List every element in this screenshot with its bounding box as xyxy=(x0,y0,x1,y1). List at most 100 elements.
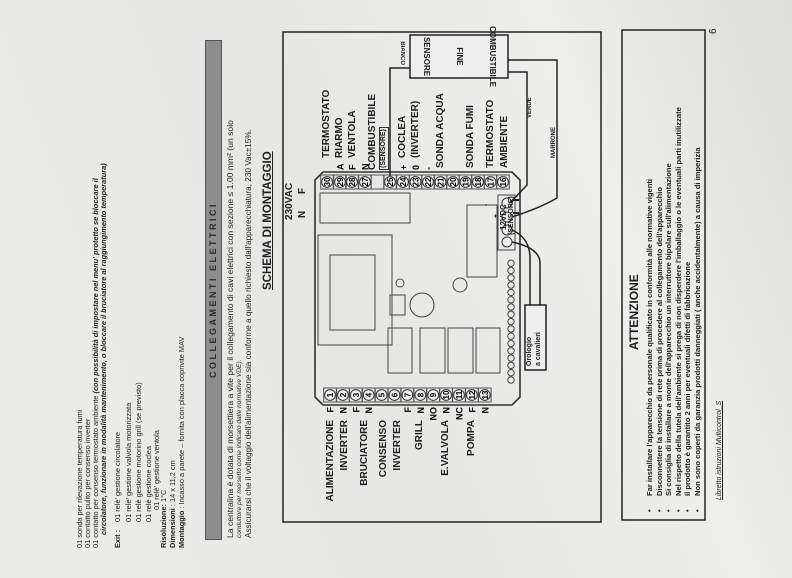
terminal: 12F xyxy=(465,387,479,413)
component-circle xyxy=(452,277,468,293)
terminal-screw xyxy=(447,176,459,188)
terminal-polarity: F xyxy=(403,407,413,413)
wire-clock xyxy=(511,241,541,305)
terminal-number: 18 xyxy=(474,177,483,186)
terminal-number: 7 xyxy=(403,392,412,397)
terminal-number: 10 xyxy=(442,390,451,399)
warning-box xyxy=(621,29,706,521)
terminal-blank xyxy=(370,174,385,190)
label-coclea: COCLEA xyxy=(397,115,408,158)
terminal-number: 21 xyxy=(437,177,446,186)
led-indicator xyxy=(507,288,515,297)
relay xyxy=(419,327,446,374)
supply-n: N xyxy=(297,210,308,218)
label-combustibile: COMBUSTIBILE xyxy=(367,93,378,170)
diagram-frame xyxy=(282,31,602,523)
terminal: 8N xyxy=(413,387,428,414)
terminal-screw xyxy=(459,176,472,188)
terminal-screw xyxy=(427,389,440,401)
label-e-valvola: E.VALVOLA xyxy=(440,420,451,476)
terminal-polarity: A xyxy=(336,163,346,170)
terminal: 25 xyxy=(383,174,397,190)
terminal-screw xyxy=(414,389,427,401)
terminal-number: 4 xyxy=(365,392,374,397)
terminal: 24 + xyxy=(396,165,410,190)
page-number: 6 xyxy=(708,28,719,34)
terminal-number: 24 xyxy=(399,177,408,186)
terminal: 28 F xyxy=(345,164,359,190)
terminal-number: 23 xyxy=(412,177,421,186)
terminal-screw xyxy=(375,389,388,401)
terminal-number: 29 xyxy=(336,177,345,186)
relay xyxy=(475,327,501,374)
terminal-screw xyxy=(337,389,349,401)
label-ambiente: AMBIENTE xyxy=(499,115,510,168)
terminal-number: 13 xyxy=(481,390,490,399)
transformer xyxy=(317,234,393,346)
label-riarmo: RIARMO xyxy=(334,117,345,158)
sensor-box xyxy=(409,34,509,79)
sensor-line: COMBUSTIBILE xyxy=(487,26,497,87)
bullet-icon: • xyxy=(664,509,673,512)
terminal-screw xyxy=(359,176,371,188)
terminal-polarity: N xyxy=(364,407,374,414)
terminal-screw xyxy=(478,389,491,401)
label-alimentazione: ALIMENTAZIONE xyxy=(325,420,336,502)
wire-green-label: VERDE xyxy=(527,97,533,118)
label-sonda-acqua: SONDA ACQUA xyxy=(435,93,446,168)
terminal-screw xyxy=(401,389,414,401)
terminal-polarity: NC xyxy=(455,407,465,420)
bullet-icon: • xyxy=(654,509,664,512)
led-indicator xyxy=(507,376,515,384)
led-indicator xyxy=(507,368,515,377)
led-indicator xyxy=(507,266,515,275)
label-inverter: INVERTER xyxy=(339,420,350,471)
warning-item: Nel rispetto della tutela dell'ambiente … xyxy=(673,107,683,496)
terminal-screw xyxy=(472,176,484,188)
sensor-box-text: COMBUSTIBILE FINE SENSORE xyxy=(410,26,508,87)
terminal-number: 19 xyxy=(462,177,471,186)
led-indicator xyxy=(507,317,515,326)
terminal-screw xyxy=(497,176,509,188)
terminal-number: 28 xyxy=(348,177,357,186)
dc-note: (SENSORE) xyxy=(508,196,515,235)
terminal: 30 xyxy=(320,174,334,190)
terminal-screw xyxy=(346,176,358,188)
terminal-polarity: + xyxy=(399,165,409,170)
terminal-number: 17 xyxy=(487,177,496,186)
terminal: 4N xyxy=(361,387,376,414)
terminal-number: 12 xyxy=(468,390,477,399)
terminal-polarity: F xyxy=(467,407,477,413)
terminal: 5 xyxy=(374,387,389,403)
label-sensore: (SENSORE) xyxy=(379,127,389,170)
warning-item: Far installare l'apparecchio da personal… xyxy=(645,178,654,496)
terminal-polarity: F xyxy=(348,164,358,170)
terminal-polarity: N xyxy=(338,407,348,414)
terminal-polarity: F xyxy=(326,407,336,413)
terminal-screw xyxy=(349,389,362,401)
terminal-number: 22 xyxy=(424,177,433,186)
component-square xyxy=(389,294,406,316)
terminal-screw xyxy=(422,176,434,188)
buzzer xyxy=(409,292,435,318)
transformer-core xyxy=(329,254,376,331)
label-grill: GRILL xyxy=(414,420,425,450)
terminal: 19 xyxy=(458,174,473,190)
terminal-screw xyxy=(434,176,447,188)
terminal-polarity: N xyxy=(480,407,490,414)
terminal: 29 A xyxy=(333,163,347,190)
clock-label: Orologio xyxy=(526,336,533,366)
wire-brown-label: MARRONE xyxy=(551,127,557,158)
label-sonda-fumi: SONDA FUMI xyxy=(465,105,476,168)
connector-pin xyxy=(501,197,513,209)
terminal: 13N xyxy=(478,387,492,414)
label-bruciatore: BRUCIATORE xyxy=(359,420,370,486)
terminal-number: 5 xyxy=(378,392,387,397)
led-indicator xyxy=(507,274,515,282)
terminal: 10N xyxy=(439,387,453,414)
terminal-number: 30 xyxy=(323,177,332,186)
component-block xyxy=(466,204,498,278)
terminal-screw xyxy=(484,176,497,188)
